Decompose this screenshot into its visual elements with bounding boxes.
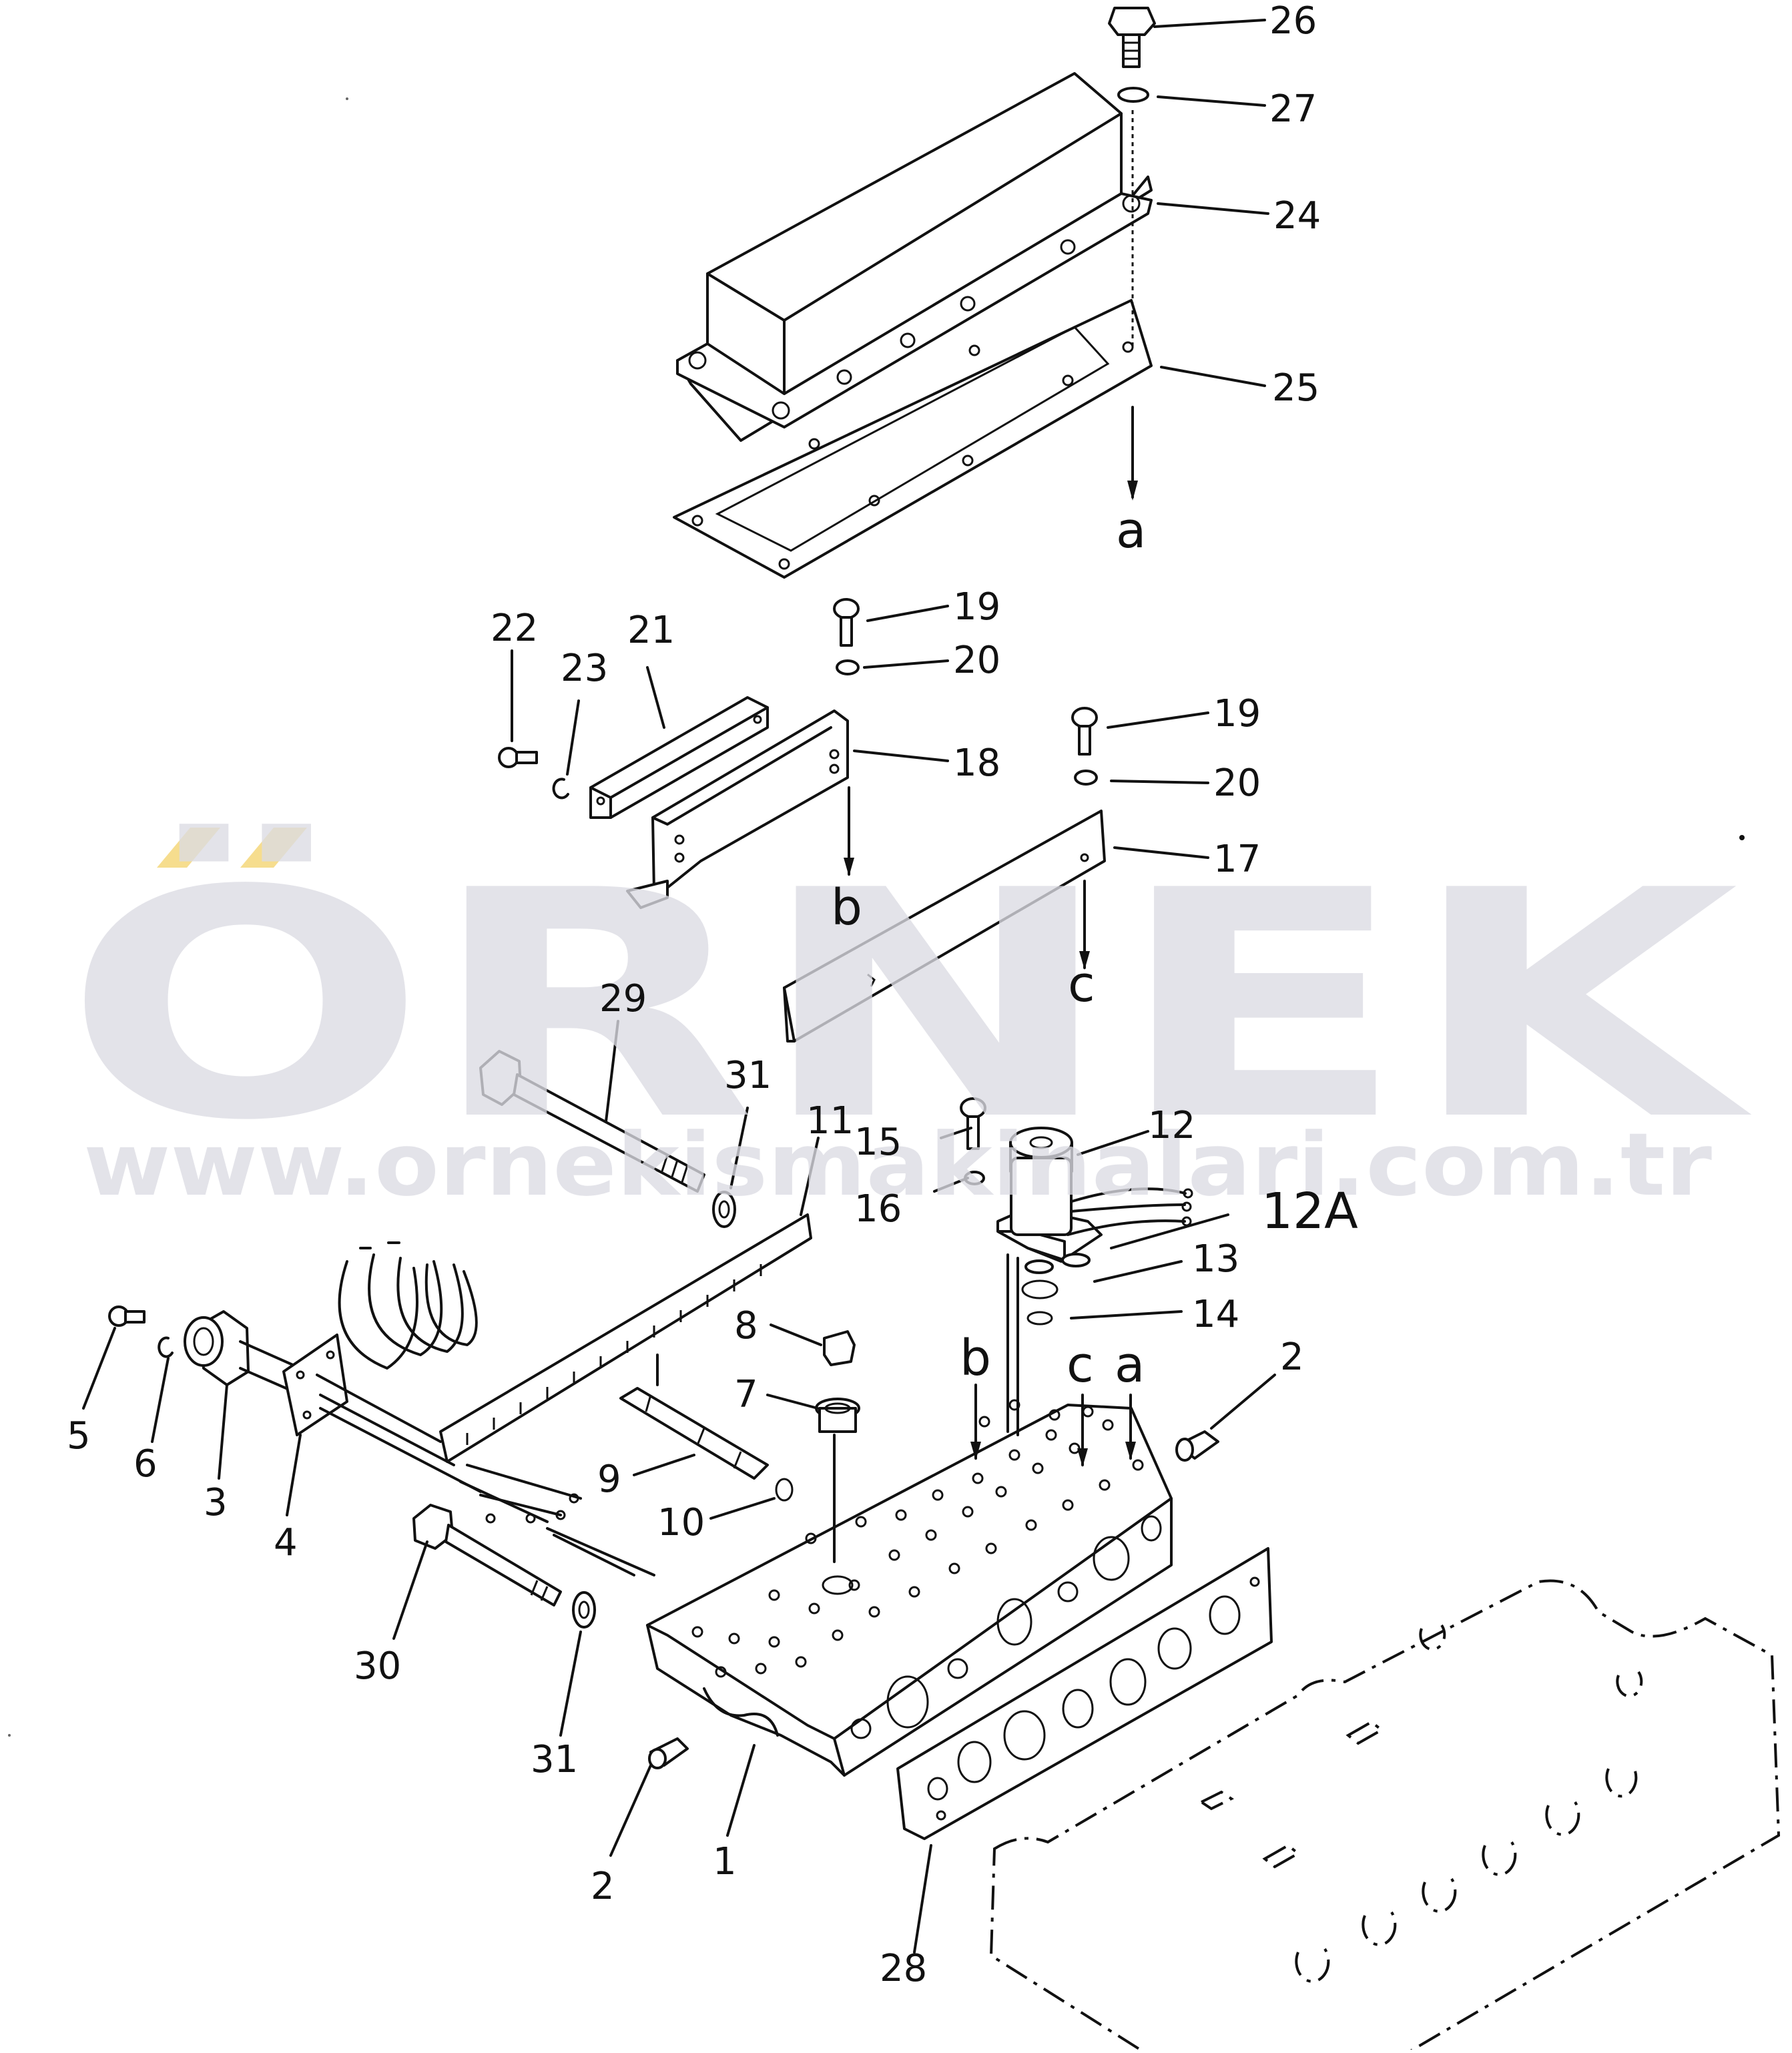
callout-30: 30 xyxy=(354,1645,401,1688)
cover-gasket xyxy=(673,299,1153,579)
solenoid xyxy=(996,1127,1193,1263)
connector-bolt xyxy=(108,1305,145,1327)
ref-a-top: a xyxy=(1116,502,1146,559)
callout-28: 28 xyxy=(880,1947,927,1990)
solenoid-bolt xyxy=(960,1097,986,1150)
plug-7 xyxy=(815,1398,860,1433)
callout-15: 15 xyxy=(854,1121,902,1164)
callout-18: 18 xyxy=(953,742,1000,785)
callout-6: 6 xyxy=(133,1442,158,1486)
harness-guide xyxy=(439,1213,812,1463)
callout-31-b: 31 xyxy=(531,1738,578,1781)
callout-11: 11 xyxy=(806,1099,854,1143)
solenoid-o-ring-13a xyxy=(1024,1259,1054,1274)
callout-4: 4 xyxy=(274,1521,298,1564)
solenoid-o-ring-14 xyxy=(1026,1311,1053,1326)
callout-24: 24 xyxy=(1273,194,1321,238)
connector-washer xyxy=(158,1336,174,1358)
cover-lock-washer xyxy=(1117,87,1149,103)
bracket-bolt-19 xyxy=(833,598,860,647)
ref-a-body: a xyxy=(1115,1336,1145,1394)
plate xyxy=(783,810,1106,1043)
callout-12: 12 xyxy=(1148,1104,1195,1147)
harness-clamp xyxy=(589,696,769,819)
callout-25: 25 xyxy=(1272,366,1319,410)
watermark: ÖRNEK www.ornekismakinalari.com.tr xyxy=(63,820,1755,1215)
callout-2-left: 2 xyxy=(591,1865,615,1908)
ref-b-top: b xyxy=(831,879,862,936)
callout-19-a: 19 xyxy=(953,585,1000,629)
callout-16: 16 xyxy=(854,1187,902,1231)
bracket-washer-20 xyxy=(836,659,860,675)
long-bolt-washer xyxy=(712,1191,736,1228)
solenoid-o-ring-13b xyxy=(1061,1253,1091,1267)
body-bolt-washer xyxy=(572,1591,596,1629)
callout-2-right: 2 xyxy=(1280,1336,1304,1379)
ref-c-body: c xyxy=(1067,1336,1094,1394)
callout-26: 26 xyxy=(1269,0,1317,43)
callouts: 26 27 24 25 a 22 23 21 19 20 18 19 20 17… xyxy=(67,0,1358,1990)
watermark-accent-1 xyxy=(157,828,220,868)
spool-o-ring xyxy=(775,1478,794,1502)
callout-17: 17 xyxy=(1213,838,1261,881)
cover-bolt xyxy=(1108,7,1156,68)
connector xyxy=(184,1310,302,1393)
long-bolt xyxy=(479,1050,705,1193)
spool xyxy=(619,1387,769,1480)
ref-b-body: b xyxy=(960,1330,991,1387)
plug xyxy=(823,1330,856,1366)
transmission-case xyxy=(989,1579,1781,2053)
watermark-url: www.ornekismakinalari.com.tr xyxy=(83,1114,1712,1215)
body-gasket xyxy=(896,1547,1273,1840)
valve-body xyxy=(646,1399,1173,1777)
callout-9: 9 xyxy=(597,1458,621,1501)
callout-27: 27 xyxy=(1269,87,1317,131)
callout-20-a: 20 xyxy=(953,639,1000,682)
callout-29: 29 xyxy=(599,977,647,1020)
callout-3: 3 xyxy=(204,1481,228,1524)
body-bolt xyxy=(412,1504,562,1606)
plug-right xyxy=(1175,1430,1219,1462)
watermark-brand: ÖRNEK xyxy=(63,820,1755,1189)
bracket-washer xyxy=(552,778,569,800)
ref-c-top: c xyxy=(1068,956,1095,1013)
bracket xyxy=(626,709,849,909)
plug-left xyxy=(648,1737,689,1769)
callout-7: 7 xyxy=(734,1373,758,1416)
wire-harness xyxy=(338,1241,478,1370)
callout-22: 22 xyxy=(491,607,538,650)
plate-bolt-19 xyxy=(1071,707,1098,756)
callout-1: 1 xyxy=(713,1840,737,1883)
callout-20-b: 20 xyxy=(1213,762,1261,805)
valve-cover xyxy=(676,72,1153,442)
callout-8: 8 xyxy=(734,1304,758,1348)
callout-5: 5 xyxy=(67,1414,91,1458)
callout-23: 23 xyxy=(561,647,608,690)
harness-flange xyxy=(282,1334,482,1493)
callout-13: 13 xyxy=(1192,1237,1239,1281)
solenoid-o-ring-13c xyxy=(1021,1279,1059,1299)
plate-washer-20 xyxy=(1074,770,1098,786)
callout-12A: 12A xyxy=(1261,1183,1358,1240)
bracket-bolt xyxy=(498,747,538,768)
callout-10: 10 xyxy=(657,1501,705,1544)
callout-31-a: 31 xyxy=(724,1054,772,1097)
callout-19-b: 19 xyxy=(1213,692,1261,736)
callout-21: 21 xyxy=(627,609,675,652)
callout-14: 14 xyxy=(1192,1293,1239,1336)
watermark-accent-2 xyxy=(240,828,307,868)
